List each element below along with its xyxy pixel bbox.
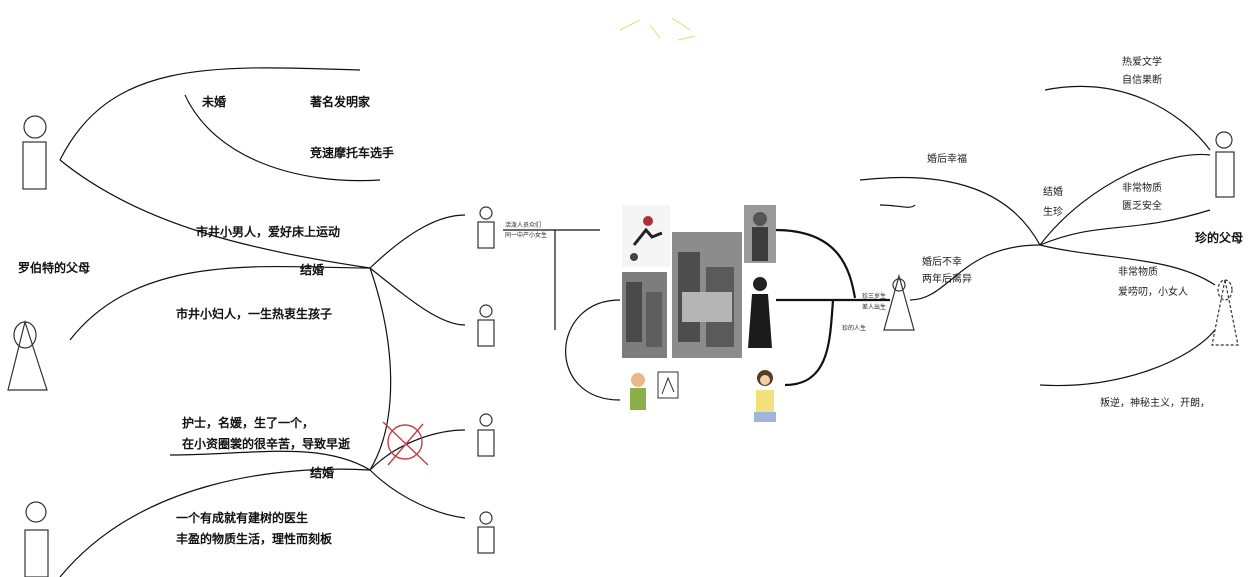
connector-line <box>774 228 857 299</box>
married-label: 结婚 <box>310 466 335 480</box>
doctor-description-line2: 丰盈的物质生活，理性而刻板 <box>176 532 333 546</box>
soccer-player-photo <box>622 205 670 267</box>
trait-label: 叛逆，神秘主义，开朗， <box>1100 398 1210 409</box>
insecure-label: 匮乏安全 <box>1122 201 1162 212</box>
material-label: 非常物质 <box>1122 183 1162 194</box>
nun-figure-photo <box>744 268 776 354</box>
jane-father-figure-icon <box>1215 131 1235 198</box>
connector-line <box>909 244 1041 301</box>
jane-figure-icon <box>883 273 915 331</box>
jane-life-label: 珍的人生 <box>842 325 867 332</box>
jane-note-line2: 差人出生 <box>862 304 887 311</box>
connector-line <box>369 469 466 519</box>
doctor-description-line1: 一个有成就有建树的医生 <box>176 511 309 525</box>
father-description: 市井小男人，爱好床上运动 <box>196 225 341 239</box>
connector-line <box>1039 209 1211 246</box>
divorce-label: 两年后离异 <box>922 274 972 285</box>
married-label: 结婚 <box>1043 187 1063 198</box>
married-label: 结婚 <box>300 263 325 277</box>
doctor-father-figure-icon <box>24 501 49 577</box>
connector-line <box>369 214 466 269</box>
connector-line <box>184 94 381 182</box>
son-figure-icon <box>477 511 495 554</box>
son-figure-icon <box>477 413 495 457</box>
connector-line <box>369 429 466 471</box>
connector-line <box>879 204 916 208</box>
jane-mother-figure-icon <box>1211 279 1239 346</box>
connector-line <box>169 450 371 471</box>
connector-line <box>69 265 371 341</box>
literature-label: 热爱文学 <box>1122 57 1162 68</box>
soldier-photo <box>744 205 776 263</box>
son-figure-icon <box>477 206 495 249</box>
connector-line <box>1039 153 1211 246</box>
woman-label: 爱唠叨，小女人 <box>1118 287 1188 298</box>
small-note-line1: 活泼人员众们 <box>505 222 542 229</box>
connector-line <box>1039 329 1216 387</box>
connector-line <box>59 159 371 269</box>
unmarried-label: 未婚 <box>202 95 227 109</box>
happy-marriage-label: 婚后幸福 <box>927 154 967 165</box>
vintage-photo-center <box>672 232 742 358</box>
small-note-line2: 同一中产小女生 <box>505 232 548 239</box>
inventor-label: 著名发明家 <box>310 95 371 109</box>
connector-line <box>1039 244 1216 286</box>
painter-cartoon-photo <box>624 366 684 422</box>
nurse-description-line1: 护士，名媛，生了一个， <box>182 416 315 430</box>
connector-line <box>369 267 466 326</box>
robert-parents-title: 罗伯特的父母 <box>18 261 91 275</box>
father-figure-icon <box>22 115 47 190</box>
connector-line <box>59 67 361 161</box>
mother-description: 市井小妇人，一生热衷生孩子 <box>176 307 333 321</box>
connector-line <box>565 299 621 401</box>
confident-label: 自信果断 <box>1122 75 1162 86</box>
nurse-description-line2: 在小资圈裳的很辛苦，导致早逝 <box>182 437 351 451</box>
teacher-cartoon-photo <box>746 362 784 428</box>
connector-line <box>859 177 1041 246</box>
born-jane-label: 生珍 <box>1043 207 1063 218</box>
mother-figure-icon <box>7 319 48 391</box>
cross-out-icon <box>382 421 429 466</box>
connector-line <box>369 267 392 471</box>
daughter-figure-icon <box>477 304 495 347</box>
connector-line <box>784 299 835 387</box>
jane-parents-title: 珍的父母 <box>1195 231 1244 245</box>
material-label-2: 非常物质 <box>1118 267 1158 278</box>
unhappy-marriage-label: 婚后不幸 <box>922 257 962 268</box>
connector-line <box>59 468 371 577</box>
vintage-photo-left <box>622 272 667 358</box>
connector-line <box>1044 85 1211 151</box>
jane-note-line1: 珍三岁生 <box>862 293 887 300</box>
racer-label: 竞速摩托车选手 <box>310 146 395 160</box>
sparkle-decoration-icon <box>619 17 696 41</box>
